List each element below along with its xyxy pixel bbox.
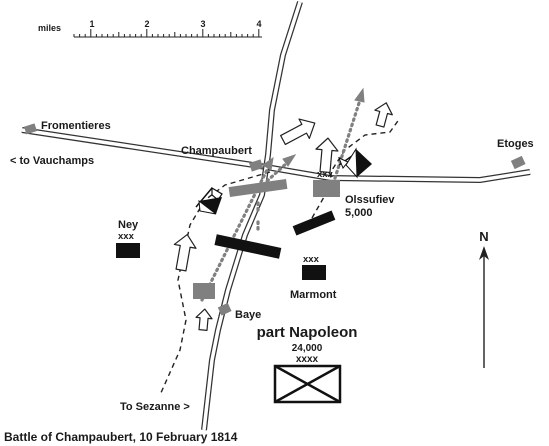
french-unit-ney — [116, 243, 140, 258]
label-baye: Baye — [235, 309, 261, 321]
french-unit-bar-east — [292, 210, 336, 236]
label-to-sezanne: To Sezanne > — [120, 401, 190, 413]
arrow-olssufiev-north — [315, 137, 339, 174]
north-label: N — [479, 229, 488, 244]
label-to-vauchamps: < to Vauchamps — [10, 155, 94, 167]
unit-olssufiev-echelon: xxx — [317, 169, 334, 180]
unit-marmont-name: Marmont — [290, 289, 337, 301]
village-champaubert-marker — [249, 159, 264, 172]
napoleon-corps-symbol — [273, 364, 342, 404]
village-fromentieres-marker — [24, 123, 37, 135]
road-north-south — [201, 1, 303, 431]
label-champaubert: Champaubert — [181, 145, 252, 157]
label-etoges: Etoges — [497, 138, 534, 150]
scale-tick-label: 1 — [89, 19, 94, 29]
road-east-west — [21, 127, 531, 183]
unit-napoleon-strength: 24,000 — [292, 343, 323, 354]
allied-unit-olssufiev — [313, 180, 340, 197]
allied-unit-bar-center — [228, 179, 288, 197]
unit-marmont-echelon: xxx — [303, 254, 320, 265]
scale-ticks — [73, 29, 260, 37]
unit-napoleon-echelon: xxxx — [296, 354, 319, 365]
unit-ney-echelon: xxx — [118, 231, 135, 242]
command-flag-west — [195, 186, 223, 215]
unit-olssufiev-name: Olssufiev — [345, 194, 395, 206]
arrow-northeast-small — [374, 102, 393, 128]
unit-napoleon-name: part Napoleon — [257, 324, 358, 341]
allied-unit-baye — [193, 283, 215, 299]
label-fromentieres: Fromentieres — [41, 120, 111, 132]
scale-tick-label: 3 — [200, 19, 205, 29]
scale-unit-label: miles — [38, 23, 61, 33]
french-unit-bar-center — [214, 234, 282, 259]
arrow-baye-small — [195, 308, 213, 331]
unit-olssufiev-strength: 5,000 — [345, 207, 373, 219]
scale-bar: miles 1 2 3 4 — [38, 19, 262, 38]
village-baye-marker — [217, 302, 232, 316]
french-unit-marmont — [302, 265, 326, 280]
unit-ney-name: Ney — [118, 219, 139, 231]
arrow-champaubert-ne — [280, 118, 316, 146]
scale-tick-label: 2 — [144, 19, 149, 29]
hollow-arrows — [173, 102, 393, 331]
village-etoges-marker — [510, 155, 526, 170]
scale-tick-label: 4 — [256, 19, 261, 29]
north-arrow: N — [479, 229, 489, 368]
command-flag-east — [338, 147, 372, 179]
map-caption: Battle of Champaubert, 10 February 1814 — [4, 430, 238, 444]
arrow-west-north — [173, 233, 197, 272]
